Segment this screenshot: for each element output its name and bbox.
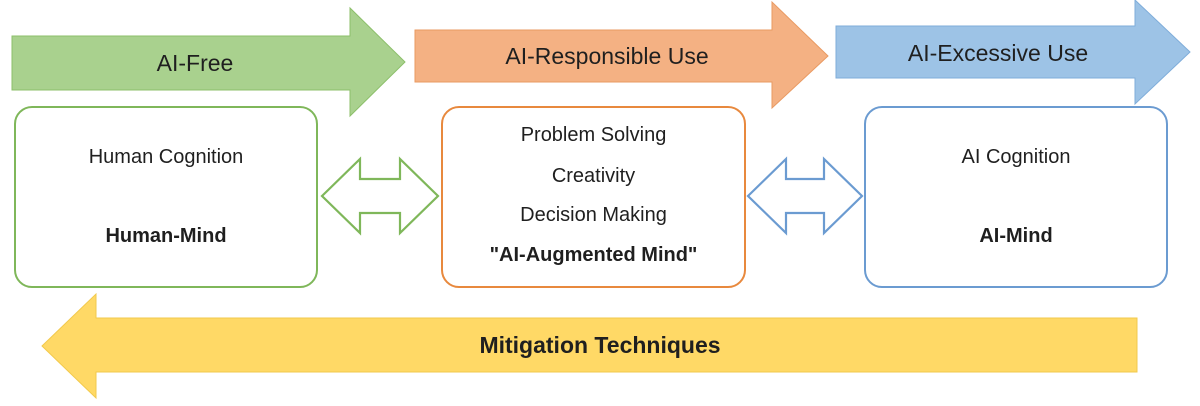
stage-label-ai-free: AI-Free	[156, 50, 234, 76]
capability-creativity: Creativity	[551, 165, 636, 187]
mitigation-arrow	[41, 292, 1138, 400]
stage-arrow-ai-responsible	[414, 0, 829, 110]
ai-cognition-box: AI Cognition AI-Mind	[864, 106, 1168, 288]
capability-decision-making: Decision Making	[520, 204, 667, 226]
human-cognition-title: Human Cognition	[88, 146, 244, 168]
stage-arrow-ai-free	[11, 6, 406, 118]
connector-arrow-augmented-ai	[746, 156, 864, 236]
stage-arrow-ai-excessive	[835, 0, 1191, 106]
stage-label-ai-excessive: AI-Excessive Use	[907, 40, 1089, 66]
mitigation-techniques-label: Mitigation Techniques	[479, 332, 721, 358]
human-cognition-box: Human Cognition Human-Mind	[14, 106, 318, 288]
ai-cognition-title: AI Cognition	[961, 146, 1071, 168]
connector-arrow-human-augmented	[320, 156, 440, 236]
ai-augmented-mind-box: Problem Solving Creativity Decision Maki…	[441, 106, 746, 288]
capability-problem-solving: Problem Solving	[520, 124, 667, 146]
ai-augmented-mind-label: "AI-Augmented Mind"	[489, 244, 698, 266]
stage-label-ai-responsible: AI-Responsible Use	[505, 43, 709, 69]
human-mind-label: Human-Mind	[105, 225, 227, 247]
ai-mind-label: AI-Mind	[979, 225, 1053, 247]
